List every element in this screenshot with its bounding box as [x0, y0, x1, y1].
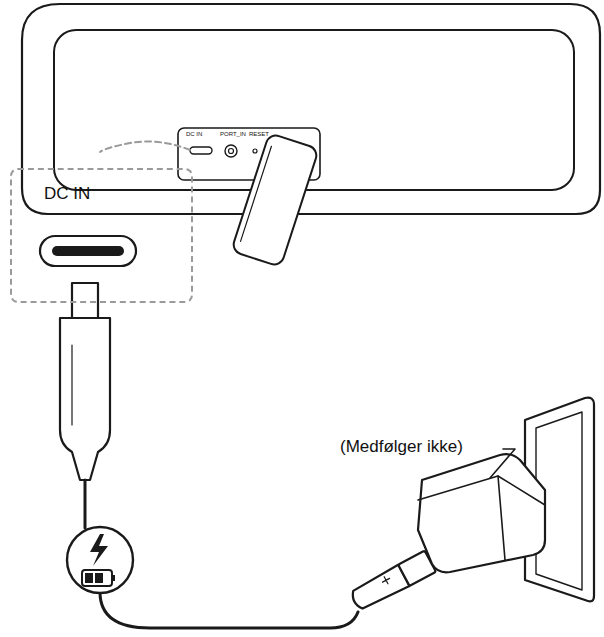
charging-icon — [67, 527, 133, 593]
usb-c-tongue — [52, 246, 124, 256]
usb-c-port — [190, 147, 212, 154]
callout-lead — [100, 142, 190, 152]
port-label: DC IN — [186, 131, 202, 137]
speaker-housing — [22, 4, 600, 214]
leader-line — [490, 449, 515, 478]
cable — [84, 480, 87, 528]
cable — [100, 592, 358, 628]
port-label: PORT_IN — [220, 131, 246, 137]
usb-c-plug-body — [60, 318, 110, 480]
note-label: (Medfølger ikke) — [340, 437, 463, 457]
usb-c-plug-tip — [72, 283, 98, 318]
aux-port — [229, 149, 234, 154]
power-adapter — [418, 454, 545, 572]
reset-hole — [253, 149, 257, 153]
usb-c-port-zoom — [40, 236, 136, 266]
usb-a-plug — [349, 551, 436, 613]
callout-box: DC IN — [10, 168, 193, 303]
port-name: DC IN — [12, 184, 191, 204]
port-flap — [231, 133, 319, 267]
aux-port — [225, 145, 237, 157]
port-label: RESET — [249, 131, 269, 137]
